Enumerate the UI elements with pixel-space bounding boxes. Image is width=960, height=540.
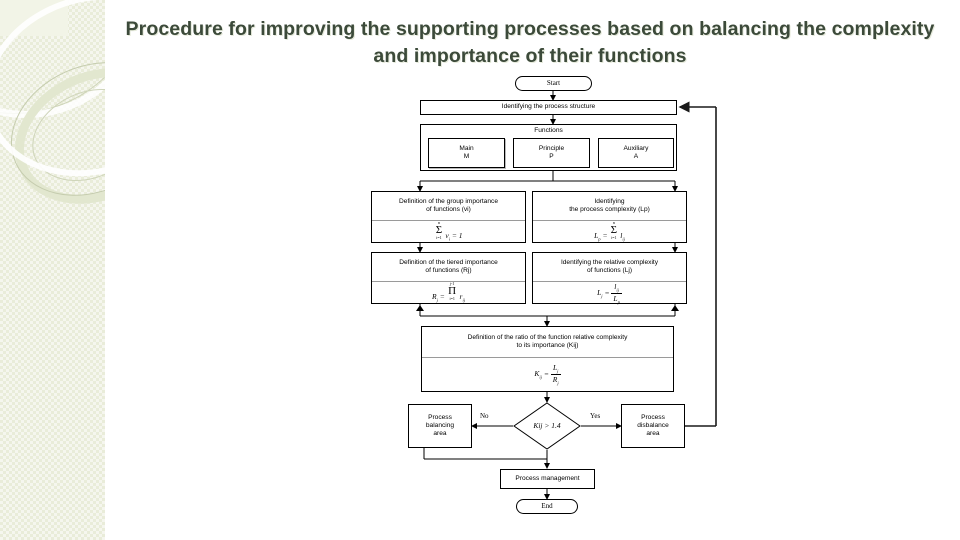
node-end[interactable]: End <box>516 499 578 514</box>
balancing-l3: area <box>433 430 447 438</box>
node-relative-complexity-caption: Identifying the relative complexity of f… <box>533 253 686 281</box>
edge-label-no: No <box>480 412 489 420</box>
sidebar-edge-mask <box>105 0 113 540</box>
functions-group-header: Functions <box>534 127 563 134</box>
node-identify-process-structure-label: Identifying the process structure <box>501 103 596 111</box>
node-function-principle[interactable]: Principle P <box>513 138 590 168</box>
node-ratio-caption-l1: Definition of the ratio of the function … <box>467 333 628 341</box>
node-process-complexity-caption-l1: Identifying <box>594 197 625 205</box>
node-process-complexity-caption-l2: the process complexity (Lp) <box>569 206 650 213</box>
disbalance-l2: disbalance <box>637 421 669 429</box>
node-process-disbalance-area-label: Process disbalance area <box>622 405 684 447</box>
node-tiered-importance-formula: Rj = j-1 Π i=1 rij <box>372 281 525 303</box>
node-ratio-complexity-importance[interactable]: Definition of the ratio of the function … <box>421 326 674 392</box>
node-tiered-importance[interactable]: Definition of the tiered importance of f… <box>371 252 526 304</box>
node-process-balancing-area-label: Process balancing area <box>409 405 471 447</box>
node-function-auxiliary[interactable]: Auxiliary A <box>598 138 674 168</box>
node-group-importance[interactable]: Definition of the group importance of fu… <box>371 191 526 243</box>
disbalance-l3: area <box>646 430 660 438</box>
node-group-importance-caption-l2: of functions (vi) <box>426 206 471 213</box>
node-relative-complexity-caption-l2: of functions (Lj) <box>586 267 633 274</box>
sum-upper: n <box>437 220 440 225</box>
decision-diamond-shape <box>513 402 581 450</box>
sidebar-arc-white-top <box>0 0 105 118</box>
sum-lower-2: i=1 <box>611 235 617 240</box>
balancing-l2: balancing <box>425 421 455 429</box>
node-decision-label: Kij > 1.4 <box>533 421 561 431</box>
node-group-importance-caption: Definition of the group importance of fu… <box>372 192 525 220</box>
balancing-l1: Process <box>428 413 452 421</box>
node-function-main-name: Main <box>459 144 474 152</box>
node-process-management[interactable]: Process management <box>500 469 595 489</box>
node-function-principle-code: P <box>549 153 554 160</box>
edge-label-yes: Yes <box>590 412 601 420</box>
node-identify-process-structure[interactable]: Identifying the process structure <box>420 100 677 115</box>
node-start[interactable]: Start <box>515 76 592 91</box>
node-ratio-caption: Definition of the ratio of the function … <box>422 327 673 357</box>
node-group-importance-formula: n Σ i=1 vi = 1 <box>372 220 525 242</box>
flowchart-connectors <box>416 91 717 500</box>
node-function-principle-name: Principle <box>538 144 565 152</box>
node-process-complexity[interactable]: Identifying the process complexity (Lp) … <box>532 191 687 243</box>
decorative-sidebar <box>0 0 105 540</box>
prod-lower: i=1 <box>449 296 455 301</box>
node-relative-complexity[interactable]: Identifying the relative complexity of f… <box>532 252 687 305</box>
node-process-complexity-caption: Identifying the process complexity (Lp) <box>533 192 686 220</box>
node-decision-ratio-threshold[interactable]: Kij > 1.4 <box>513 402 581 450</box>
product-symbol: Π <box>448 285 457 297</box>
sum-symbol-2: Σ <box>610 224 618 236</box>
node-tiered-importance-caption: Definition of the tiered importance of f… <box>372 253 525 281</box>
node-process-disbalance-area[interactable]: Process disbalance area <box>621 404 685 448</box>
node-ratio-caption-l2: to its importance (Kij) <box>516 342 579 349</box>
prod-upper: j-1 <box>449 281 455 286</box>
node-function-auxiliary-name: Auxiliary <box>623 144 649 152</box>
node-process-management-label: Process management <box>515 474 580 482</box>
node-tiered-importance-caption-l2: of functions (Rj) <box>425 267 472 274</box>
sidebar-arc-white-sweep <box>0 0 105 204</box>
sum-symbol: Σ <box>435 224 443 236</box>
flowchart-diagram: Start Identifying the process structure … <box>371 76 740 532</box>
node-process-complexity-formula: Lp = n Σ i=1 lij <box>533 220 686 242</box>
node-function-main[interactable]: Main M <box>428 138 505 168</box>
disbalance-l1: Process <box>641 413 665 421</box>
node-process-balancing-area[interactable]: Process balancing area <box>408 404 472 448</box>
node-function-main-code: M <box>463 153 470 160</box>
node-relative-complexity-caption-l1: Identifying the relative complexity <box>560 258 659 266</box>
node-function-auxiliary-code: A <box>633 153 639 160</box>
sum-lower: i=1 <box>436 235 442 240</box>
sum-upper-2: n <box>612 220 615 225</box>
page-title: Procedure for improving the supporting p… <box>125 18 935 67</box>
node-group-importance-caption-l1: Definition of the group importance <box>399 197 498 205</box>
node-tiered-importance-caption-l1: Definition of the tiered importance <box>399 258 498 266</box>
node-functions-group[interactable]: Functions Main M Principle P Auxiliary A <box>420 124 677 171</box>
